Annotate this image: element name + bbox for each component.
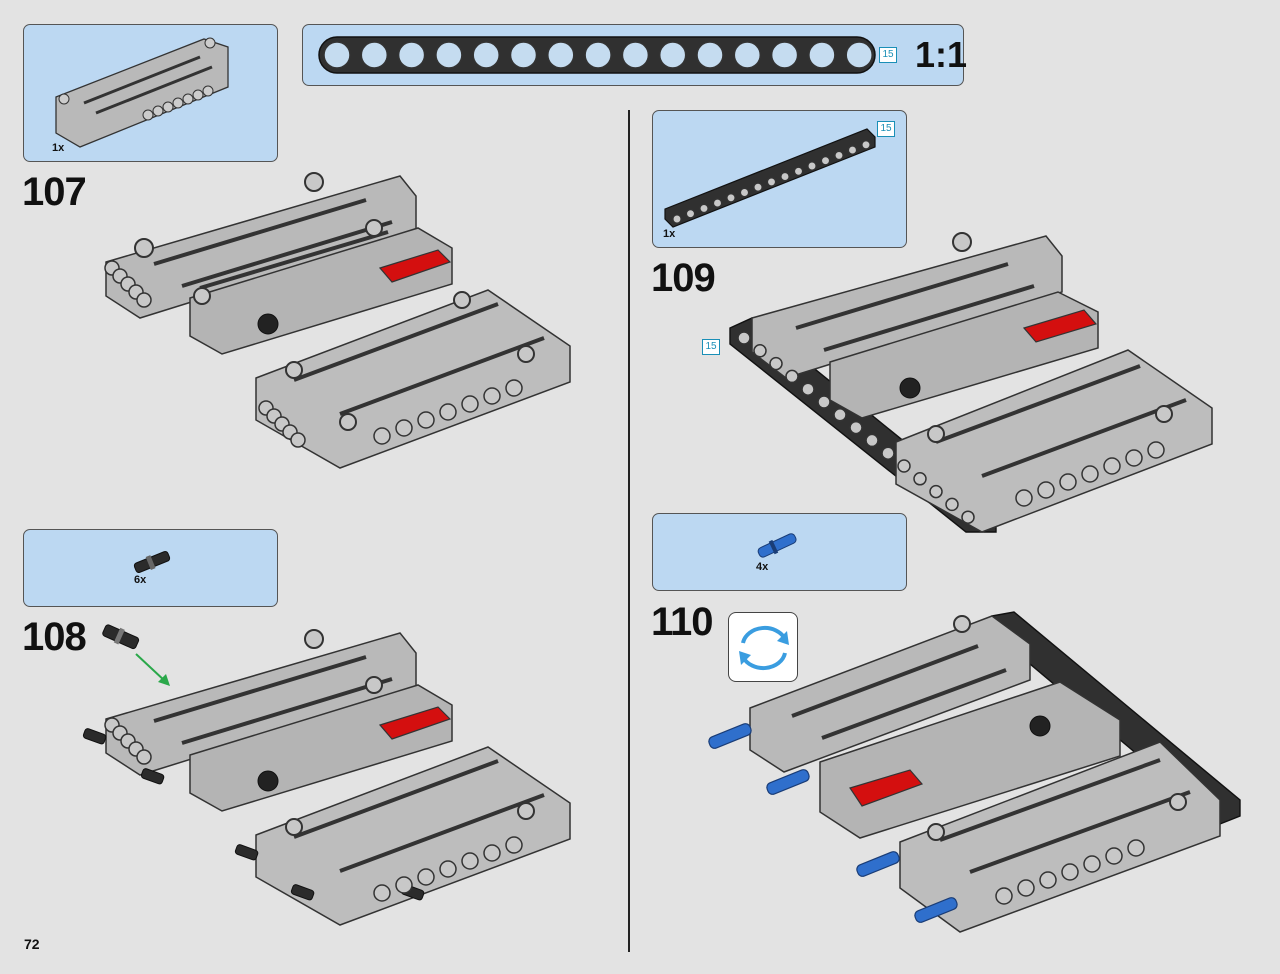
step-107-number: 107 — [22, 170, 87, 214]
step-109-part-length-badge: 15 — [877, 121, 895, 137]
step-108-insert-arrow — [102, 624, 170, 686]
step-107-parts-callout: 1x — [23, 24, 278, 162]
page-number: 72 — [24, 936, 40, 952]
step-110-part-qty: 4x — [756, 561, 769, 573]
beam-15-ruler-icon — [318, 36, 876, 74]
step-110-assembly-illustration — [708, 611, 1241, 933]
step-108-assembly-illustration — [82, 629, 571, 926]
page-divider — [628, 110, 630, 952]
rotate-model-indicator — [728, 612, 798, 682]
step-109-part-qty: 1x — [663, 228, 676, 240]
axle-pin-black-icon — [133, 551, 171, 573]
ruler-scale-label: 1:1 — [915, 34, 968, 75]
step-109-number: 109 — [651, 256, 716, 300]
pin-blue-icon — [757, 533, 797, 558]
ruler-length-badge: 15 — [879, 47, 897, 63]
beam-15-black-icon — [664, 128, 876, 228]
rotate-model-icon — [739, 625, 789, 671]
step-107-assembly-illustration — [104, 172, 571, 469]
step-110-parts-callout: 4x — [652, 513, 907, 591]
step-109-placement-badge: 15 — [702, 339, 720, 355]
step-108-number: 108 — [22, 615, 87, 659]
step-108-part-qty: 6x — [134, 574, 147, 586]
step-109-assembly-illustration — [729, 232, 1213, 533]
panel-7x3-icon — [55, 37, 229, 148]
ruler-callout: 15 1:1 — [302, 24, 968, 86]
step-110-number: 110 — [651, 600, 714, 644]
step-107-part-qty: 1x — [52, 142, 65, 154]
step-109-parts-callout: 15 1x — [652, 110, 907, 248]
step-108-parts-callout: 6x — [23, 529, 278, 607]
